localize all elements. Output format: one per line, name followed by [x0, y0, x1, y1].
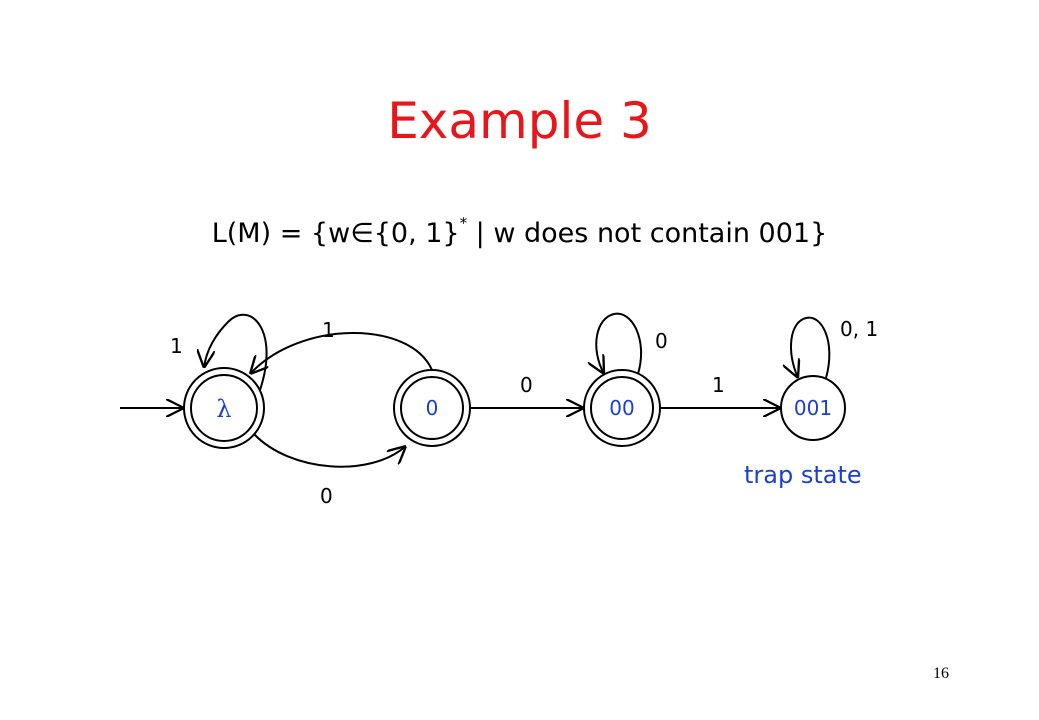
state-00-inner-ring [590, 376, 654, 440]
page-number: 16 [933, 665, 949, 682]
transition-lambda-lambda [204, 313, 268, 391]
formula-prefix: L(M) = {w∈{0, 1} [211, 218, 460, 249]
state-0-inner-ring [400, 376, 464, 440]
transition-lambda-0-label: 0 [320, 484, 333, 508]
state-lambda-outer-ring [183, 367, 265, 449]
transition-001-001-label: 0, 1 [840, 317, 878, 341]
formula-kleene-star: * [459, 214, 468, 232]
state-001: 001 [780, 375, 846, 441]
transition-00-00 [596, 312, 643, 374]
transition-lambda-lambda-label: 1 [170, 334, 183, 358]
transition-0-lambda-label: 1 [322, 318, 335, 342]
state-00: 00 [583, 369, 661, 447]
trap-state-label: trap state [744, 461, 862, 489]
transition-001-001 [791, 316, 831, 378]
transition-0-00-label: 0 [520, 373, 533, 397]
formula-suffix: | w does not contain 001} [467, 218, 828, 249]
state-lambda-label: λ [216, 395, 231, 423]
state-00-label: 00 [609, 396, 634, 420]
language-formula: L(M) = {w∈{0, 1}* | w does not contain 0… [0, 214, 1039, 249]
state-lambda: λ [183, 367, 265, 449]
state-0: 0 [393, 369, 471, 447]
state-0-label: 0 [426, 396, 439, 420]
transition-0-lambda [250, 332, 433, 374]
transition-00-00-label: 0 [655, 329, 668, 353]
state-lambda-inner-ring [190, 374, 258, 442]
transition-lambda-0 [253, 433, 406, 468]
transition-00-001-label: 1 [712, 373, 725, 397]
state-001-label: 001 [794, 396, 832, 420]
slide-title: Example 3 [387, 92, 652, 150]
